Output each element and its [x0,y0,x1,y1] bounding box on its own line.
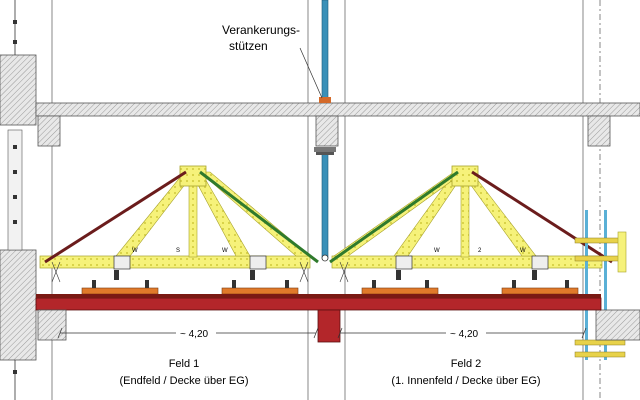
slab-rib-left [37,115,61,147]
clamp-icon [574,237,626,244]
field1-subtitle: (Endfeld / Decke über EG) [119,375,248,387]
slab-rib-middle [315,115,339,147]
anchor-leader-line [299,47,323,99]
truss-left-apex-node [179,165,207,187]
field1-title: Feld 1 [169,358,200,370]
screw-jack-icon [113,255,131,270]
left-wall [0,0,37,400]
screw-jack-icon [249,255,267,270]
right-clamp-assembly [574,210,640,360]
beam-drop-left [37,309,67,341]
truss-right-tension-member [329,170,459,264]
anchor-column [314,0,336,262]
existing-beam [35,294,602,343]
truss-left-tension-member [199,170,319,264]
span2-dimension: ~ 4,20 [450,329,479,340]
field2-subtitle: (1. Innenfeld / Decke über EG) [391,375,540,387]
span1-dimension: ~ 4,20 [180,329,209,340]
svg-text:W: W [434,248,440,254]
slab-rib-right [587,115,611,147]
screw-jack-icon [531,255,549,270]
anchor-label-line2: stützen [229,39,268,53]
upper-slab [35,102,640,147]
truss-left-compression-brace [44,170,187,264]
svg-text:W: W [132,248,138,254]
support-plates [81,280,579,295]
svg-text:W: W [520,248,526,254]
truss-left: S W W [39,165,319,283]
svg-text:W: W [222,248,228,254]
field2-title: Feld 2 [451,358,482,370]
truss-right-compression-brace [471,170,613,264]
anchor-label-line1: Verankerungs- [222,23,300,37]
svg-text:2: 2 [478,248,482,254]
svg-text:S: S [176,248,180,254]
truss-right: 2 W W [329,165,613,283]
truss-right-apex-node [451,165,479,187]
beam-drop-middle [317,309,341,343]
screw-jack-icon [395,255,413,270]
